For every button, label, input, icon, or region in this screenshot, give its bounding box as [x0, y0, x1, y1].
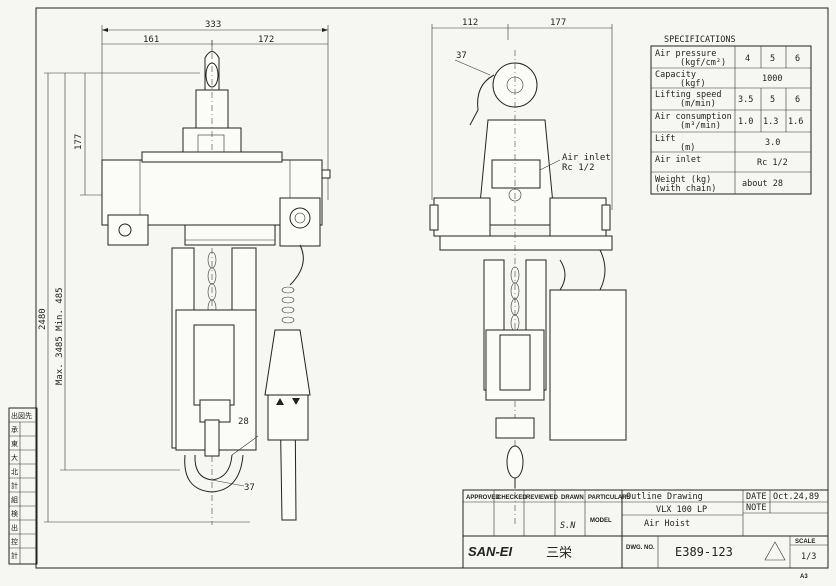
spec-unit-0: (kgf/cm²)	[680, 58, 726, 68]
spec-val-0-0: 4	[745, 54, 750, 64]
tb-drawn-sign: S.N	[560, 521, 576, 531]
sheet-border	[35, 7, 829, 569]
dim-right-width: 172	[258, 35, 274, 45]
spec-val-3-2: 1.6	[788, 117, 803, 127]
dim-overall-width: 333	[205, 20, 221, 30]
spec-label-2: Lifting speed	[655, 90, 722, 100]
title-block: APPROVED CHECKED REVIEWED DRAWN PARTICUL…	[462, 489, 829, 580]
spec-val-3-1: 1.3	[763, 117, 778, 127]
tb-note-label: NOTE	[746, 503, 766, 513]
side-item-1: 承	[11, 425, 18, 434]
dim-max-height: 2480	[38, 308, 48, 330]
tb-drawing-name: Outline Drawing	[626, 492, 703, 502]
side-item-5: 計	[11, 481, 18, 490]
tb-scale-label: SCALE	[795, 539, 815, 545]
side-item-3: 大	[11, 453, 18, 462]
spec-unit-6: (with chain)	[655, 184, 716, 194]
side-item-8: 出	[11, 523, 18, 532]
side-pendant	[549, 289, 627, 441]
spec-val-6-0: about 28	[742, 179, 783, 189]
tb-header-reviewed: REVIEWED	[526, 495, 559, 501]
tb-model: VLX 100 LP	[656, 505, 707, 515]
spec-label-5: Air inlet	[655, 155, 701, 165]
side-dim-left: 112	[462, 18, 478, 28]
dim-left-width: 161	[143, 35, 159, 45]
side-view: 112 177 37 17 Air inlet Rc 1/2	[429, 18, 627, 525]
tb-date: Oct.24,89	[773, 492, 819, 502]
spec-val-5-0: Rc 1/2	[757, 158, 788, 168]
spec-val-2-0: 3.5	[738, 95, 753, 105]
spec-label-0: Air pressure	[655, 49, 716, 59]
side-item-9: 控	[11, 537, 18, 546]
side-item-0: 出図先	[11, 411, 32, 420]
tb-header-particulars: PARTICULARS	[588, 495, 631, 501]
side-item-7: 検	[11, 509, 18, 518]
spec-unit-2: (m/min)	[680, 99, 716, 109]
dim-max-min: Max. 3485 Min. 485	[55, 287, 65, 385]
side-item-6: 組	[11, 495, 18, 504]
side-item-2: 東	[11, 439, 18, 448]
tb-date-label: DATE	[746, 492, 766, 502]
approval-side-table: 出図先 承 東 大 北 計 組 検 出 控 計	[8, 407, 38, 565]
tb-header-checked: CHECKED	[497, 495, 527, 501]
spec-title: SPECIFICATIONS	[664, 35, 736, 45]
front-view: 333 161 172 177 2480 Max. 3485 Min. 485	[38, 20, 331, 525]
side-dim-right: 177	[550, 18, 566, 28]
specifications-table: SPECIFICATIONS Air pressure (kgf/cm²) 4 …	[650, 35, 812, 195]
spec-label-3: Air consumption	[655, 112, 732, 122]
tb-model-label: MODEL	[590, 518, 612, 524]
spec-val-2-1: 5	[770, 95, 775, 105]
dim-hook-small: 28	[238, 417, 249, 427]
spec-val-4-0: 3.0	[765, 138, 780, 148]
spec-label-4: Lift	[655, 134, 675, 144]
spec-val-1-0: 1000	[762, 74, 782, 84]
spec-val-0-2: 6	[795, 54, 800, 64]
side-item-10: 計	[11, 551, 18, 560]
spec-val-2-2: 6	[795, 95, 800, 105]
air-inlet-line2: Rc 1/2	[562, 163, 595, 173]
tb-company-jp: 三栄	[546, 545, 572, 560]
spec-label-1: Capacity	[655, 70, 696, 80]
spec-unit-1: (kgf)	[680, 79, 706, 89]
air-inlet-line1: Air inlet	[562, 153, 611, 163]
side-dim-hook: 37	[456, 51, 467, 61]
dim-top-height: 177	[74, 134, 84, 150]
revision-triangle-icon	[764, 541, 786, 561]
dim-hook: 37	[244, 483, 255, 493]
tb-dwg-no: E389-123	[675, 545, 733, 559]
tb-dwg-label: DWG. NO.	[626, 545, 655, 551]
tb-scale: 1/3	[801, 552, 816, 562]
tb-company: SAN-EI	[468, 544, 512, 559]
spec-unit-3: (m³/min)	[680, 121, 721, 131]
tb-product: Air Hoist	[644, 519, 690, 529]
spec-val-3-0: 1.0	[738, 117, 753, 127]
spec-val-0-1: 5	[770, 54, 775, 64]
tb-header-approved: APPROVED	[466, 495, 500, 501]
side-item-4: 北	[11, 468, 18, 476]
tb-header-drawn: DRAWN	[561, 495, 584, 501]
spec-label-6: Weight (kg)	[655, 175, 711, 185]
spec-unit-4: (m)	[680, 143, 695, 153]
tb-sheet-code: A3	[800, 574, 808, 580]
